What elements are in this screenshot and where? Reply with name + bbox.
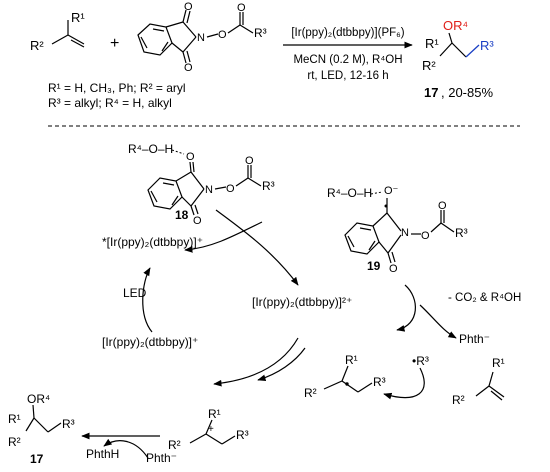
adduct-r3: R³ — [373, 375, 386, 389]
alkyl-radical-label: •R³ — [412, 354, 429, 368]
conditions-label: rt, LED, 12-16 h — [307, 70, 388, 82]
substituents-line1: R¹ = H, CH₃, Ph; R² = aryl — [48, 81, 186, 95]
mech-product-r2: R² — [8, 435, 21, 449]
reagent-n: N — [197, 32, 205, 44]
cation-r2: R² — [168, 438, 181, 452]
compound-19-structure: R⁴–O–H O⁻ O N O O R³ — [327, 185, 468, 275]
adduct-r2: R² — [304, 386, 317, 400]
ir-2plus-label: [Ir(ppy)₂(dtbbpy)]²⁺ — [252, 295, 352, 309]
phthalimide-reagent: O O N O O R³ — [137, 1, 267, 74]
reagent-o-link: O — [218, 29, 227, 41]
reduction-arrow-2 — [257, 347, 306, 382]
c19-n: N — [401, 227, 409, 239]
plus-sign: + — [110, 35, 119, 52]
solvent-label: MeCN (0.2 M), R⁴OH — [293, 54, 402, 66]
alkene2-r1: R¹ — [492, 356, 505, 370]
substituents-line2: R³ = alkyl; R⁴ = H, alkyl — [48, 96, 172, 110]
alkene-r1-label: R¹ — [71, 10, 85, 25]
mech-product-or4: OR⁴ — [27, 392, 50, 406]
catalyst-label: [Ir(ppy)₂(dtbbpy)](PF₆) — [291, 27, 404, 39]
product-yield: , 20-85% — [441, 85, 493, 100]
fragmentation-arrow — [396, 284, 417, 332]
alkene2-r2: R² — [452, 393, 465, 407]
carbocation-structure: R¹ R² + R³ — [168, 407, 249, 452]
led-excitation-arrow — [142, 267, 153, 333]
c18-o-bottom: O — [193, 215, 202, 227]
phth-minus-1: Phth⁻ — [459, 332, 490, 346]
reagent-o-top: O — [184, 1, 193, 13]
product-r1-label: R¹ — [425, 36, 439, 51]
mech-product-r3: R³ — [62, 417, 75, 431]
c18-o-top: O — [186, 151, 195, 163]
radical-adduct-structure: R¹ R² R³ — [304, 353, 386, 400]
radical-addition-arrow — [383, 367, 425, 400]
compound-18-number: 18 — [175, 208, 189, 222]
product-17-number: 17 — [424, 85, 438, 100]
alkene-2-structure: R¹ R² — [452, 356, 505, 407]
c19-o-bottom: O — [389, 263, 398, 275]
c18-o-link: O — [226, 183, 235, 195]
c18-hbond-label: R⁴–O–H — [128, 142, 173, 156]
excited-ir-label: *[Ir(ppy)₂(dtbbpy)]⁺ — [102, 235, 203, 249]
c19-o-minus: O⁻ — [384, 185, 399, 197]
c18-o-carbonyl: O — [245, 155, 254, 167]
set-reagent-arrow — [184, 221, 263, 253]
compound-19-number: 19 — [367, 259, 381, 273]
loss-label: - CO₂ & R⁴OH — [448, 292, 521, 304]
c18-r3: R³ — [262, 179, 275, 193]
product-or4-label: OR⁴ — [443, 18, 468, 33]
c19-r3: R³ — [455, 226, 468, 240]
reagent-r3: R³ — [254, 26, 267, 40]
cation-r1: R¹ — [208, 407, 221, 421]
reduction-arrow-1 — [213, 337, 299, 387]
product-r3-label: R³ — [480, 38, 494, 53]
cation-charge: + — [208, 424, 214, 435]
reagent-o-carbonyl: O — [237, 2, 246, 14]
phth-release-arrow — [419, 304, 457, 339]
c19-o-link: O — [421, 230, 430, 242]
phth-minus-2: Phth⁻ — [146, 451, 177, 465]
led-label: LED — [123, 286, 147, 300]
ir-plus-label: [Ir(ppy)₂(dtbbpy)]⁺ — [102, 335, 198, 349]
compound-18-structure: R⁴–O–H O O N O O R³ — [128, 142, 275, 227]
reagent-o-bottom: O — [184, 62, 193, 74]
alkene-reactant: R¹ R² — [30, 10, 85, 53]
phth-exchange-arrow — [103, 438, 149, 459]
mech-product-number: 17 — [30, 452, 44, 466]
c19-o-carbonyl: O — [438, 200, 447, 212]
c19-hbond-label: R⁴–O–H — [327, 186, 372, 200]
product-17-mechanism-structure: OR⁴ R¹ R² R³ — [8, 392, 75, 449]
cation-r3: R³ — [236, 428, 249, 442]
phthh-label: PhthH — [86, 447, 119, 461]
alkene-r2-label: R² — [30, 38, 44, 53]
mech-product-r1: R¹ — [8, 412, 21, 426]
product-17-structure: OR⁴ R¹ R² R³ — [422, 18, 494, 73]
c18-n: N — [205, 184, 213, 196]
set-oxidation-arrow — [215, 209, 299, 286]
adduct-r1: R¹ — [345, 353, 358, 367]
product-r2-label: R² — [422, 58, 436, 73]
